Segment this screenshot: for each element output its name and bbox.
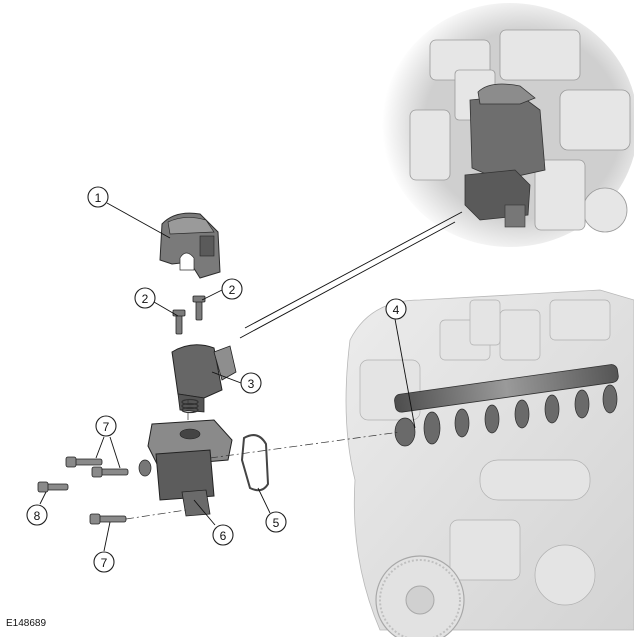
callout-5: 5: [265, 511, 287, 533]
svg-text:7: 7: [103, 420, 110, 434]
callout-7b: 7: [93, 551, 115, 573]
svg-text:5: 5: [273, 516, 280, 530]
pump-housing: [138, 419, 233, 517]
svg-text:4: 4: [393, 303, 400, 317]
callout-4: 4: [385, 298, 407, 320]
flywheel: [375, 555, 465, 637]
svg-text:3: 3: [248, 377, 255, 391]
svg-text:2: 2: [142, 292, 149, 306]
callout-8: 8: [26, 504, 48, 526]
gasket: [240, 434, 270, 492]
svg-text:2: 2: [229, 283, 236, 297]
fuel-pump: [171, 344, 237, 414]
callout-2a: 2: [134, 287, 156, 309]
svg-text:8: 8: [34, 509, 41, 523]
housing-bolts: [37, 456, 129, 525]
leader-lines: [39, 202, 416, 552]
pump-bolts: [172, 295, 206, 335]
pump-spring: [181, 398, 199, 414]
callout-7a: 7: [95, 415, 117, 437]
inset-fuel-pump: [464, 83, 546, 228]
assembly-centerlines: [125, 400, 401, 520]
callout-1: 1: [87, 186, 109, 208]
engine-block-ghost: [345, 289, 634, 637]
callout-6: 6: [212, 524, 234, 546]
callout-3: 3: [240, 372, 262, 394]
pump-cover: [159, 212, 221, 279]
figure-reference-code: E148689: [6, 618, 47, 629]
inset-connection-lines: [239, 211, 463, 339]
svg-text:1: 1: [95, 191, 102, 205]
svg-text:7: 7: [101, 556, 108, 570]
inset-engine-view: [382, 3, 634, 247]
svg-text:6: 6: [220, 529, 227, 543]
camshaft: [394, 364, 619, 447]
callout-2b: 2: [221, 278, 243, 300]
